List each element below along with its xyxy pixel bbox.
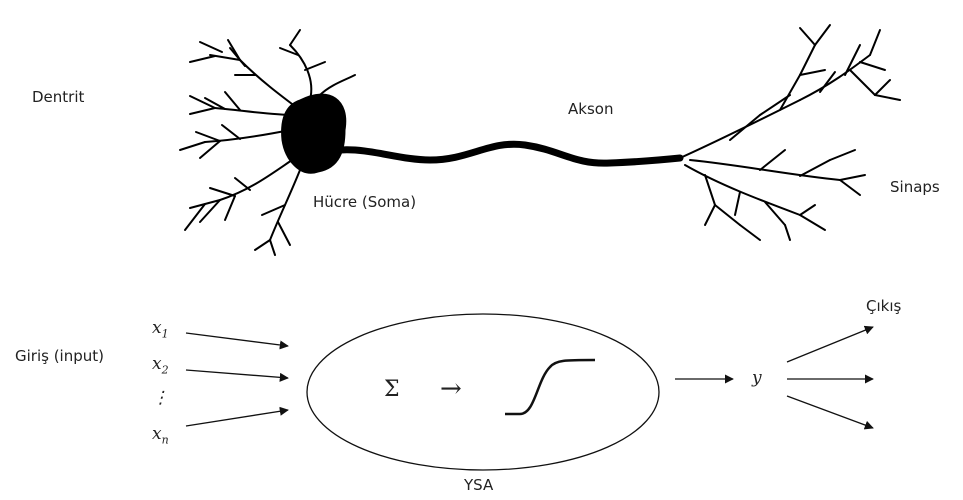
input-xn: xn	[152, 424, 169, 446]
activation-sigmoid	[505, 360, 595, 414]
output-arrow-up	[787, 327, 873, 362]
ann-model	[186, 314, 873, 470]
output-arrow-down	[787, 396, 873, 428]
input-arrow-1	[186, 333, 288, 346]
dendrite-label: Dentrit	[32, 88, 84, 106]
input-label: Giriş (input)	[15, 347, 104, 365]
output-label: Çıkış	[866, 297, 901, 315]
ysa-label: YSA	[464, 476, 493, 494]
transfer-arrow: →	[440, 374, 462, 404]
neuron-illustration	[180, 25, 900, 255]
input-arrow-n	[186, 410, 288, 426]
input-arrow-2	[186, 370, 288, 378]
synapse-branches	[680, 25, 900, 240]
input-x2: x2	[152, 354, 169, 376]
synapse-label: Sinaps	[890, 178, 940, 196]
soma-label: Hücre (Soma)	[313, 193, 416, 211]
input-ellipsis: ⋮	[152, 388, 169, 410]
axon-label: Akson	[568, 100, 613, 118]
axon-line	[340, 144, 680, 163]
ysa-ellipse	[307, 314, 659, 470]
sum-symbol: Σ	[384, 377, 400, 402]
input-x1: x1	[152, 318, 169, 340]
output-y: y	[752, 368, 762, 388]
